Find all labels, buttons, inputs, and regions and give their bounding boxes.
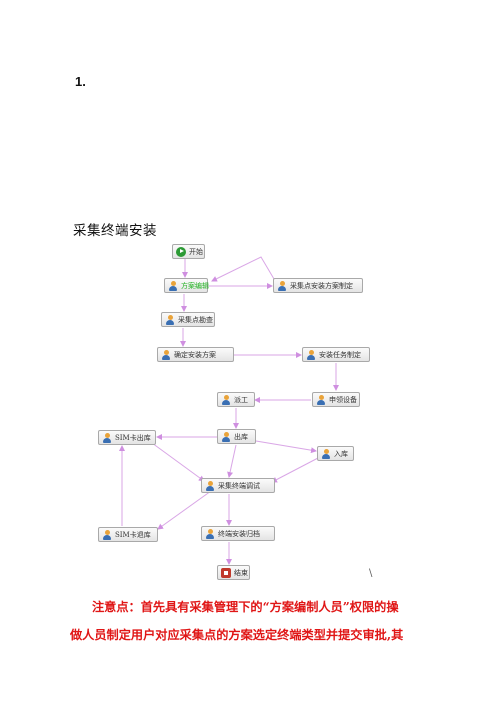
user-icon <box>316 394 326 405</box>
node-plan-make[interactable]: 采集点安装方案制定 <box>273 278 363 293</box>
node-label: 申领设备 <box>329 395 357 404</box>
user-icon <box>221 431 231 442</box>
user-icon <box>205 528 215 539</box>
user-icon <box>221 394 231 405</box>
user-icon <box>161 349 171 360</box>
note-line-1: 注意点：首先具有采集管理下的“方案编制人员”权限的操 <box>92 600 399 614</box>
node-label: 终端安装归档 <box>218 529 260 538</box>
start-icon <box>176 246 186 257</box>
node-label: 采集点勘查 <box>178 315 213 324</box>
node-in-stock[interactable]: 入库 <box>317 446 354 461</box>
node-label: 安装任务制定 <box>319 350 361 359</box>
node-label: 入库 <box>334 449 348 458</box>
user-icon <box>205 480 215 491</box>
edge-outstock-debug <box>227 444 237 478</box>
node-out-stock[interactable]: 出库 <box>217 429 256 444</box>
stop-icon <box>221 567 231 578</box>
node-label: 开始 <box>189 247 203 256</box>
node-sim-out[interactable]: SIM卡出库 <box>98 430 156 445</box>
edge-planmake-planedit <box>211 256 275 282</box>
node-archive[interactable]: 终端安装归档 <box>201 526 275 541</box>
edge-instock-debug <box>271 457 319 483</box>
node-dispatch[interactable]: 派工 <box>217 392 255 407</box>
node-sim-return[interactable]: SIM卡退库 <box>98 527 158 542</box>
user-icon <box>306 349 316 360</box>
node-label: SIM卡退库 <box>115 530 151 539</box>
user-icon <box>168 280 178 291</box>
node-label: 采集点安装方案制定 <box>290 281 353 290</box>
node-task-make[interactable]: 安装任务制定 <box>302 347 370 362</box>
stray-mark: \ <box>369 568 373 579</box>
node-label: SIM卡出库 <box>115 433 151 442</box>
node-label: 派工 <box>234 395 248 404</box>
node-label: 采集终端调试 <box>218 481 260 490</box>
node-survey[interactable]: 采集点勘查 <box>161 312 215 327</box>
edge-debug-simreturn <box>157 490 212 530</box>
node-label: 确定安装方案 <box>174 350 216 359</box>
user-icon <box>321 448 331 459</box>
edge-simout-debug <box>151 442 205 482</box>
node-confirm-plan[interactable]: 确定安装方案 <box>157 347 234 362</box>
note-line-2: 做人员制定用户对应采集点的方案选定终端类型并提交审批,其 <box>70 628 404 642</box>
section-number: 1. <box>75 74 86 89</box>
node-plan-edit[interactable]: 方案编辑 <box>164 278 209 293</box>
node-debug[interactable]: 采集终端调试 <box>201 478 275 493</box>
user-icon <box>102 432 112 443</box>
node-start[interactable]: 开始 <box>172 244 205 259</box>
node-label: 方案编辑 <box>181 281 209 290</box>
node-label: 结束 <box>234 568 248 577</box>
user-icon <box>102 529 112 540</box>
node-end[interactable]: 结束 <box>217 565 250 580</box>
section-title: 采集终端安装 <box>73 223 157 239</box>
edge-outstock-instock <box>255 440 317 454</box>
node-label: 出库 <box>234 432 248 441</box>
user-icon <box>165 314 175 325</box>
user-icon <box>277 280 287 291</box>
node-request-device[interactable]: 申领设备 <box>312 392 360 407</box>
